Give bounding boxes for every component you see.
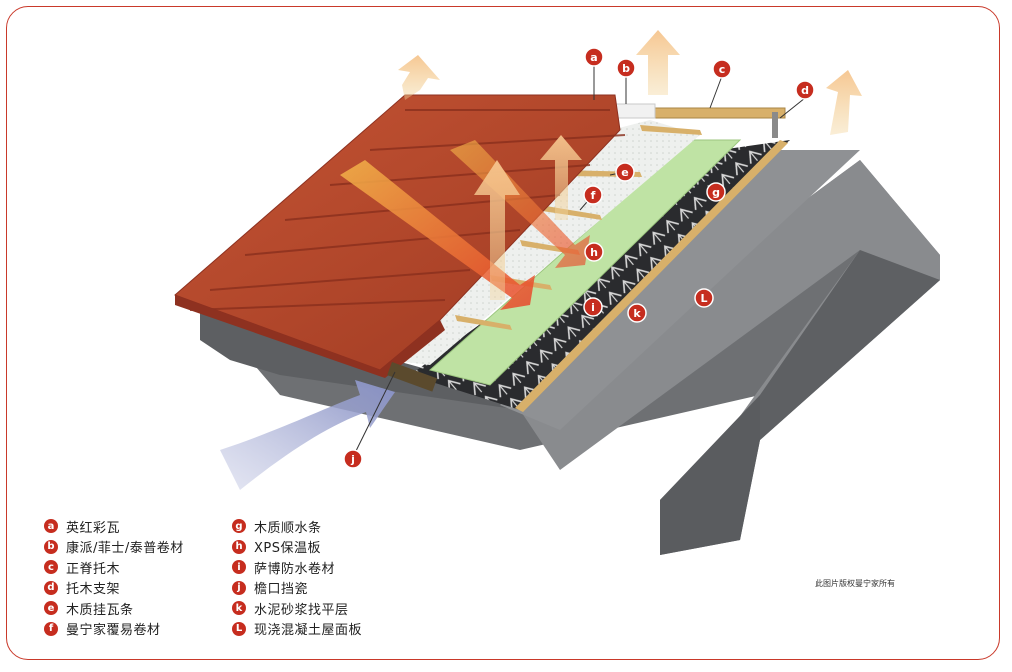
legend-item: e 木质挂瓦条: [44, 598, 184, 619]
svg-text:k: k: [633, 307, 641, 320]
legend-item: b 康派/菲士/泰普卷材: [44, 537, 184, 558]
svg-text:j: j: [350, 453, 355, 466]
legend-label: 康派/菲士/泰普卷材: [66, 541, 184, 557]
legend-label: 萨博防水卷材: [254, 561, 336, 577]
legend-badge: a: [44, 519, 58, 534]
callout-e: e: [615, 162, 635, 182]
ridge-bracket: [772, 112, 778, 138]
svg-text:h: h: [590, 246, 598, 259]
callout-c: c: [712, 59, 732, 79]
callout-j: j: [343, 449, 363, 469]
legend-item: f 曼宁家覆易卷材: [44, 619, 184, 640]
callout-h: h: [584, 242, 604, 262]
callout-f: f: [583, 185, 603, 205]
legend-label: 木质顺水条: [254, 520, 322, 536]
svg-text:L: L: [700, 292, 707, 305]
legend-label: 水泥砂浆找平层: [254, 602, 349, 618]
svg-text:i: i: [591, 301, 595, 314]
legend-badge: g: [232, 519, 246, 534]
legend-badge: h: [232, 539, 246, 554]
svg-text:c: c: [719, 63, 726, 76]
legend-item: d 托木支架: [44, 578, 184, 599]
legend-item: c 正脊托木: [44, 557, 184, 578]
legend-badge: c: [44, 560, 58, 575]
callout-i: i: [583, 297, 603, 317]
legend-label: 木质挂瓦条: [66, 602, 134, 618]
legend-item: g 木质顺水条: [232, 516, 362, 537]
callout-k: k: [627, 303, 647, 323]
ridge-timber: [639, 107, 786, 119]
ridge-roll: [614, 103, 656, 119]
legend-badge: b: [44, 539, 58, 554]
heat-arrows: [340, 135, 590, 310]
legend-left: a 英红彩瓦 b 康派/菲士/泰普卷材 c 正脊托木 d 托木支架 e 木质挂瓦条 f 曼宁…: [44, 516, 184, 639]
callout-b: b: [616, 58, 636, 78]
intake-air-arrow: [220, 380, 395, 490]
legend-badge: d: [44, 580, 58, 595]
svg-text:e: e: [621, 166, 628, 179]
legend-item: L 现浇混凝土屋面板: [232, 619, 362, 640]
legend-item: j 檐口挡瓷: [232, 578, 362, 599]
legend-badge: L: [232, 621, 246, 636]
legend-item: k 水泥砂浆找平层: [232, 598, 362, 619]
svg-text:f: f: [591, 189, 596, 202]
callout-l: L: [694, 288, 714, 308]
legend-item: i 萨博防水卷材: [232, 557, 362, 578]
eave-comb: [387, 361, 438, 392]
mortar-layer: [500, 150, 860, 430]
callout-g: g: [706, 182, 726, 202]
legend-item: a 英红彩瓦: [44, 516, 184, 537]
svg-text:g: g: [712, 186, 720, 199]
legend-badge: j: [232, 580, 246, 595]
legend-label: 托木支架: [66, 582, 121, 598]
legend-label: XPS保温板: [254, 541, 321, 557]
svg-text:b: b: [622, 62, 630, 75]
legend-badge: k: [232, 601, 246, 616]
svg-text:a: a: [590, 51, 597, 64]
ventilation-arrows: [398, 30, 862, 135]
legend-label: 檐口挡瓷: [254, 582, 309, 598]
legend-badge: f: [44, 621, 58, 636]
copyright-note: 此图片版权曼宁家所有: [815, 579, 895, 588]
counter-batten: [515, 140, 788, 412]
svg-text:d: d: [801, 84, 809, 97]
legend-label: 英红彩瓦: [66, 520, 121, 536]
callout-d: d: [795, 80, 815, 100]
legend-label: 正脊托木: [66, 561, 121, 577]
legend-badge: e: [44, 601, 58, 616]
legend-label: 现浇混凝土屋面板: [254, 623, 363, 639]
legend-label: 曼宁家覆易卷材: [66, 623, 161, 639]
callout-a: a: [584, 47, 604, 67]
legend-badge: i: [232, 560, 246, 575]
legend-item: h XPS保温板: [232, 537, 362, 558]
